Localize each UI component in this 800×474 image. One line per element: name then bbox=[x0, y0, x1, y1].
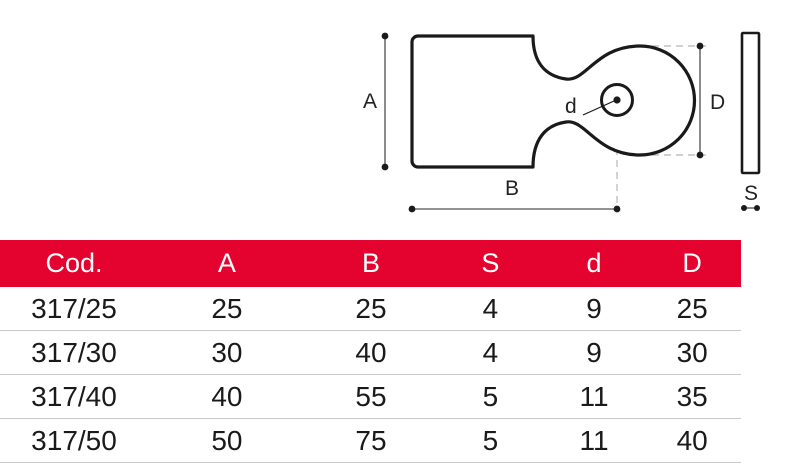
cell-cod: 317/50 bbox=[31, 424, 117, 456]
technical-drawing-area: d A B D S bbox=[0, 0, 800, 236]
dimension-dot-d-bottom bbox=[696, 151, 704, 159]
cell-b: 55 bbox=[355, 380, 387, 412]
cell-s: 5 bbox=[482, 380, 499, 412]
cell-cod: 317/25 bbox=[31, 292, 117, 324]
dimension-label-d: d bbox=[565, 95, 577, 118]
dimension-dot-s-right bbox=[754, 205, 760, 211]
cell-cod: 317/40 bbox=[31, 380, 117, 412]
dimension-dot-a-top bbox=[381, 32, 389, 40]
cell-d: 9 bbox=[586, 336, 602, 368]
cell-d: 9 bbox=[586, 292, 602, 324]
column-header-b: B bbox=[361, 248, 380, 278]
dimension-label-a: A bbox=[363, 90, 377, 113]
dimension-d-major: D bbox=[696, 42, 725, 159]
cell-d-major: 25 bbox=[676, 292, 708, 324]
table-row[interactable]: 317/50 50 75 5 11 40 bbox=[0, 419, 741, 463]
table-row[interactable]: 317/30 30 40 4 9 30 bbox=[0, 331, 741, 375]
center-point-marker bbox=[613, 96, 621, 104]
column-header-d-major: D bbox=[682, 248, 702, 278]
dimension-dot-s-left bbox=[741, 205, 747, 211]
plate-outline bbox=[410, 34, 697, 169]
dimension-dot-d-top bbox=[696, 42, 704, 50]
dimension-a: A bbox=[363, 32, 389, 171]
cell-d-major: 35 bbox=[676, 380, 708, 412]
cell-cod: 317/30 bbox=[31, 336, 117, 368]
cell-d-major: 30 bbox=[676, 336, 708, 368]
dimension-dot-a-bottom bbox=[381, 163, 389, 171]
cell-d: 11 bbox=[579, 424, 609, 456]
cell-a: 25 bbox=[211, 292, 243, 324]
hole-leader-line bbox=[582, 100, 615, 116]
cell-a: 40 bbox=[211, 380, 243, 412]
column-header-cod: Cod. bbox=[45, 248, 103, 278]
dimension-dot-b-left bbox=[408, 205, 416, 213]
cell-s: 5 bbox=[482, 424, 499, 456]
column-header-d: d bbox=[586, 248, 602, 278]
specification-table: Cod. A B S d D 317/25 25 25 4 9 25 317/3… bbox=[0, 240, 741, 463]
bracket-plate-drawing: d A B D S bbox=[363, 31, 761, 213]
cell-a: 50 bbox=[211, 424, 243, 456]
cell-s: 4 bbox=[482, 292, 499, 324]
table-row[interactable]: 317/25 25 25 4 9 25 bbox=[0, 287, 741, 331]
side-view: S bbox=[740, 31, 761, 211]
dimension-label-d-major: D bbox=[710, 91, 725, 114]
side-view-profile bbox=[740, 31, 761, 175]
cell-b: 75 bbox=[355, 424, 387, 456]
cell-b: 40 bbox=[355, 336, 387, 368]
column-header-s: S bbox=[481, 248, 500, 278]
cell-a: 30 bbox=[211, 336, 243, 368]
dimension-label-s: S bbox=[744, 182, 758, 205]
dimension-dot-b-right bbox=[613, 205, 621, 213]
table-header-row: Cod. A B S d D bbox=[0, 240, 741, 287]
column-header-a: A bbox=[217, 248, 236, 278]
cell-b: 25 bbox=[355, 292, 387, 324]
cell-d: 11 bbox=[579, 380, 609, 412]
dimension-b: B bbox=[408, 177, 621, 213]
dimension-label-b: B bbox=[505, 177, 519, 200]
table-row[interactable]: 317/40 40 55 5 11 35 bbox=[0, 375, 741, 419]
cell-s: 4 bbox=[482, 336, 499, 368]
cell-d-major: 40 bbox=[676, 424, 708, 456]
